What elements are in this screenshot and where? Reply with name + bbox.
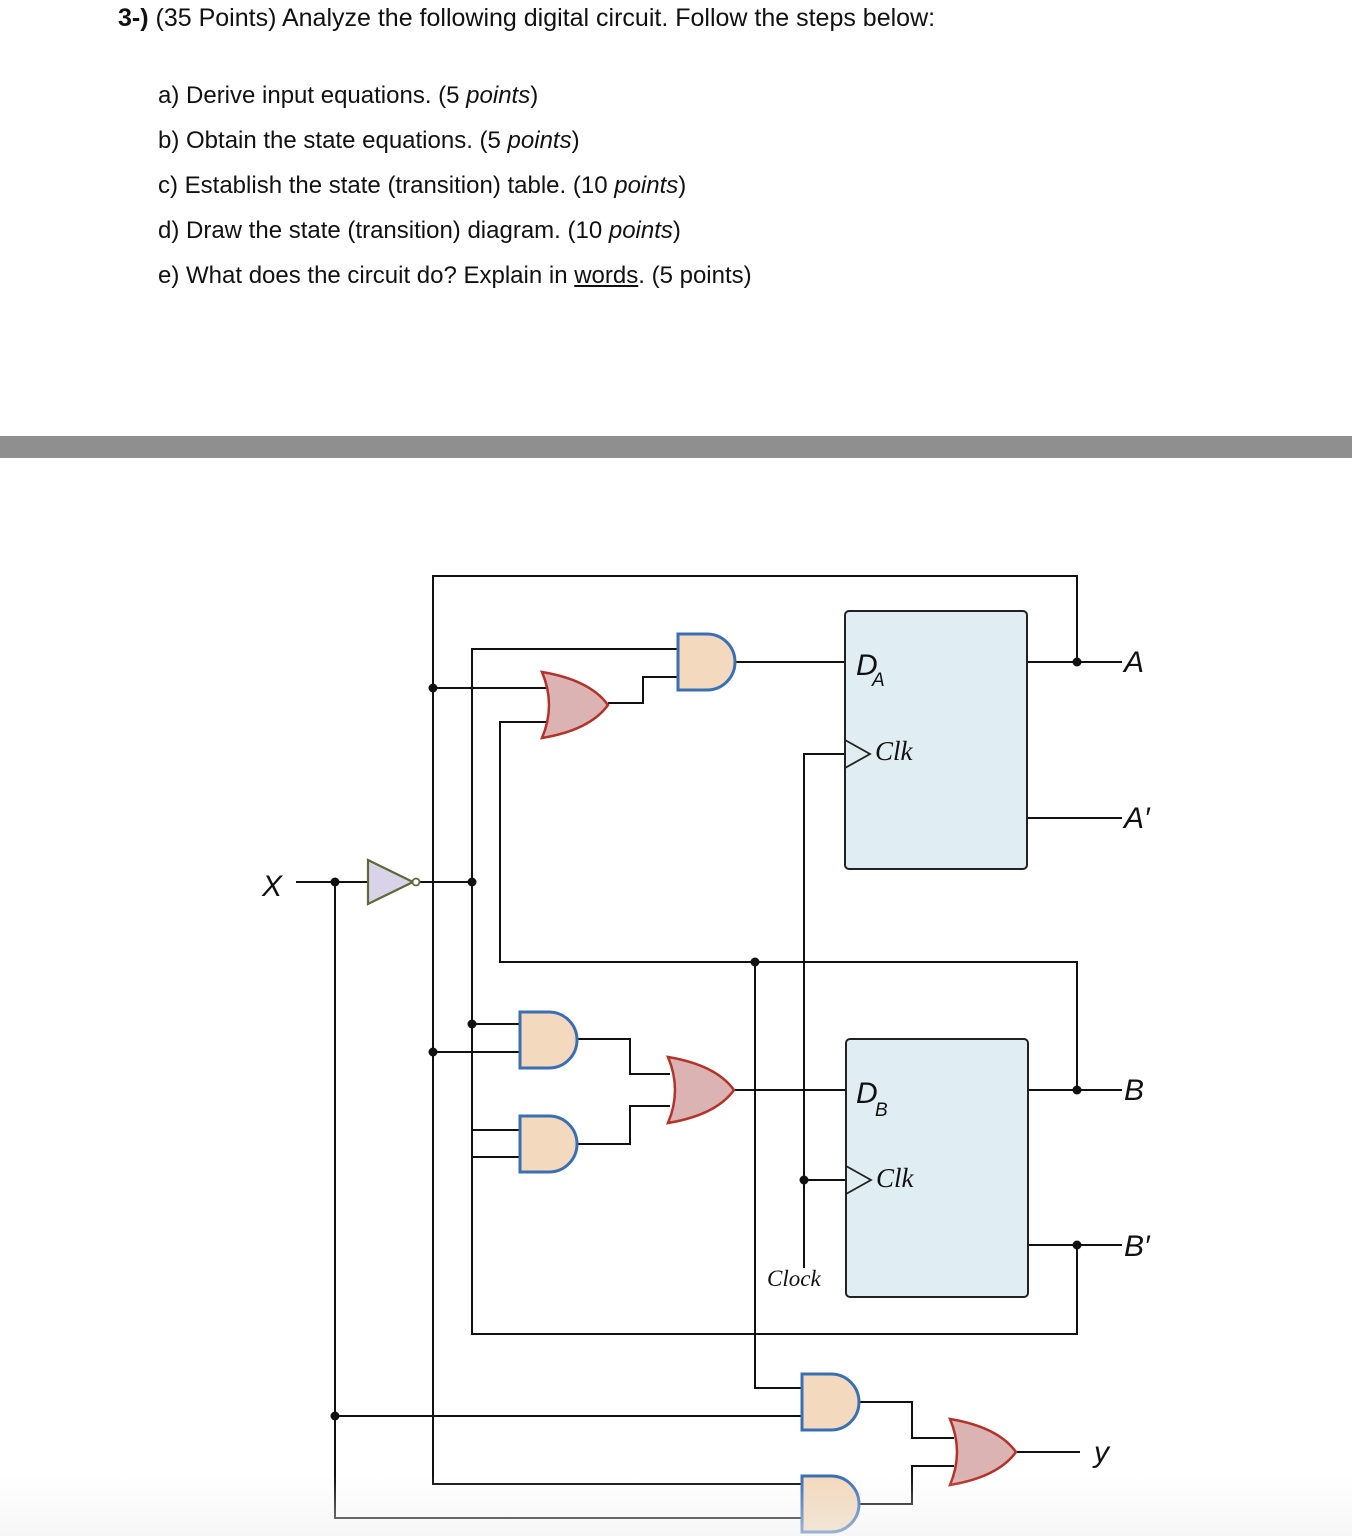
step-a: a) Derive input equations. (5 points) [158, 80, 752, 125]
not-gate [366, 858, 421, 906]
wire-or-a-out [608, 676, 678, 704]
wire-out-and1 [858, 1401, 954, 1439]
step-b-suffix: ) [571, 127, 580, 154]
junction-dot [330, 1411, 340, 1421]
step-c-suffix: ) [678, 172, 687, 199]
step-a-em: points [466, 82, 531, 109]
wire-clock [803, 753, 845, 1268]
step-c-em: points [614, 172, 679, 199]
step-d-text: d) Draw the state (transition) diagram. … [158, 217, 609, 244]
junction-dot [1072, 1240, 1082, 1250]
input-x-label: X [261, 870, 283, 903]
or-gates [539, 670, 1018, 1487]
junction-dot [428, 683, 438, 693]
and-gate-y2 [800, 1474, 861, 1534]
question-number: 3-) [118, 4, 149, 32]
wire-xn-bus [471, 648, 520, 1158]
db-sub-label: B [875, 1100, 888, 1121]
step-e-underline: words [574, 262, 639, 289]
step-d-suffix: ) [672, 217, 681, 244]
db-label: D [856, 1077, 878, 1110]
step-c-text: c) Establish the state (transition) tabl… [158, 172, 615, 199]
step-c: c) Establish the state (transition) tabl… [158, 170, 752, 215]
step-e: e) What does the circuit do? Explain in … [158, 260, 752, 305]
step-b-text: b) Obtain the state equations. (5 [158, 127, 508, 154]
clk-b-label: Clk [876, 1163, 915, 1193]
wire-x-down [334, 882, 802, 1519]
junction-dot [467, 877, 477, 887]
clk-a-label: Clk [875, 736, 914, 766]
flipflop-a [844, 610, 1028, 870]
step-b-em: points [507, 127, 572, 154]
and-gate-da [676, 632, 737, 692]
step-a-text: a) Derive input equations. (5 [158, 82, 467, 109]
or-gate-a [539, 670, 610, 740]
step-e-text: e) What does the circuit do? Explain in [158, 262, 575, 289]
step-d: d) Draw the state (transition) diagram. … [158, 215, 752, 260]
output-bn-label: B′ [1124, 1230, 1151, 1263]
junction-dot [1072, 657, 1082, 667]
step-d-em: points [608, 217, 673, 244]
step-a-suffix: ) [530, 82, 539, 109]
junction-dot [1072, 1085, 1082, 1095]
wire-b-feedback [499, 721, 1078, 1090]
question-text: (35 Points) Analyze the following digita… [155, 4, 936, 32]
wire-b-to-out-and [754, 962, 802, 1389]
da-sub-label: A [871, 670, 885, 691]
and-gate-y1 [800, 1372, 861, 1432]
wire-and1-out [576, 1038, 670, 1075]
question-title: 3-) (35 Points) Analyze the following di… [118, 4, 935, 33]
step-e-suffix: . (5 points) [638, 262, 752, 289]
and-gate-b2 [518, 1114, 579, 1174]
junction-dot [799, 1175, 809, 1185]
output-b-label: B [1124, 1074, 1144, 1107]
flipflop-b [845, 1038, 1029, 1298]
steps-list: a) Derive input equations. (5 points) b)… [158, 80, 752, 305]
step-b: b) Obtain the state equations. (5 points… [158, 125, 752, 170]
junction-dot [750, 957, 760, 967]
output-an-label: A′ [1122, 802, 1151, 835]
clock-label: Clock [767, 1266, 821, 1291]
output-y-label: y [1092, 1436, 1111, 1469]
divider-bar [0, 436, 1352, 458]
junction-dot [330, 877, 340, 887]
wire-and2-out [576, 1105, 670, 1145]
and-gate-b1 [518, 1010, 579, 1070]
wire-bn-feedback [471, 1129, 1078, 1335]
junction-dot [428, 1047, 438, 1057]
junction-dots [330, 657, 1082, 1421]
or-gate-b [665, 1055, 736, 1125]
output-a-label: A [1122, 646, 1144, 679]
wire-out-and2 [858, 1465, 954, 1505]
or-gate-y [947, 1417, 1018, 1487]
junction-dot [467, 1019, 477, 1029]
da-label: D [856, 649, 878, 682]
